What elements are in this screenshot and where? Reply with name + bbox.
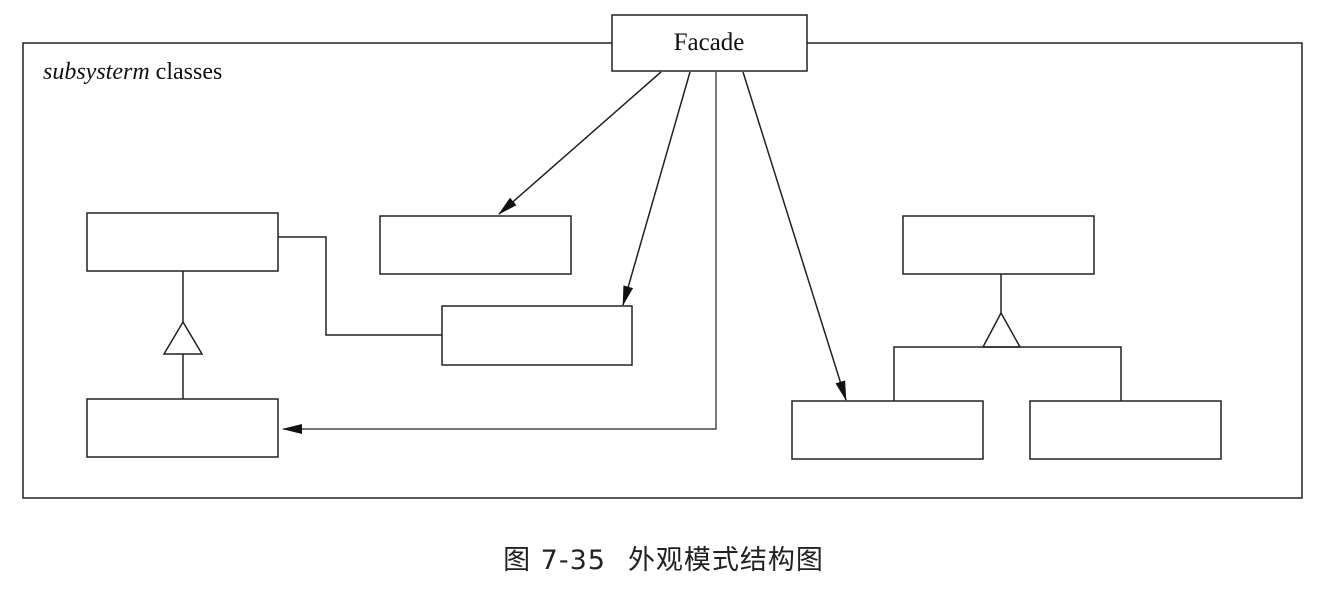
subsystem-class-box-right-child-1[interactable] [791,400,984,460]
facade-arrow-to-middle-top [498,71,662,215]
figure-number: 图 7-35 [503,545,606,576]
facade-arrow-to-right-child-1 [742,71,847,401]
subsystem-label-rest: classes [150,59,223,85]
inheritance-triangle-right [981,311,1022,348]
subsystem-class-box-middle-top[interactable] [379,215,572,275]
subsystem-class-box-middle-bottom[interactable] [441,305,633,366]
facade-class-box[interactable] [611,14,808,72]
subsystem-class-box-right-parent[interactable] [902,215,1095,275]
facade-arrow-to-middle-bottom [622,71,691,306]
subsystem-label: subsysterm classes [43,59,222,85]
facade-arrow-to-left-child [282,72,717,434]
figure-caption: 图 7-35 外观模式结构图 [0,538,1327,577]
inheritance-branch-right [893,346,1122,401]
subsystem-class-box-left-parent[interactable] [86,212,279,272]
subsystem-class-box-left-child[interactable] [86,398,279,458]
figure-title: 外观模式结构图 [627,545,824,576]
inheritance-triangle-left [162,320,204,355]
subsystem-label-italic: subsysterm [43,59,150,85]
facade-label: Facade [674,29,745,56]
subsystem-class-box-right-child-2[interactable] [1029,400,1222,460]
association-line-left-to-middle [278,236,442,336]
